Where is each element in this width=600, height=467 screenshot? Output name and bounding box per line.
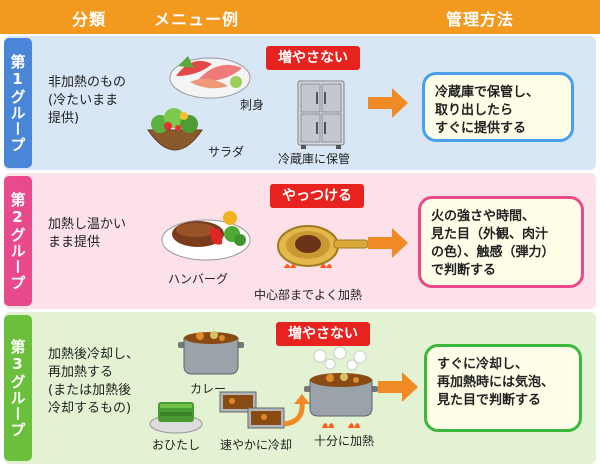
caption-hamburger: ハンバーグ — [168, 272, 229, 286]
ohitashi-image — [149, 402, 203, 434]
group-2-description: 加熱し温かい まま提供 — [48, 217, 127, 250]
caption-heat-thoroughly: 十分に加熱 — [314, 434, 375, 448]
curry-pot-image — [178, 331, 244, 375]
group-2-tag: やっつける — [270, 184, 364, 208]
group-2-method: 火の強さや時間、 見た目（外観、肉汁 の色）、触感（弾力） で判断する — [418, 196, 584, 288]
group-1-method: 冷蔵庫で保管し、 取り出したら すぐに提供する — [422, 72, 574, 142]
group-2-tab: 第2グループ — [4, 176, 32, 306]
header-category: 分類 — [72, 10, 107, 29]
hamburger-steak-image — [161, 211, 251, 261]
table-header: 分類 メニュー例 管理方法 — [0, 0, 600, 34]
frying-pan-image — [277, 225, 369, 268]
caption-sashimi: 刺身 — [240, 98, 265, 112]
refrigerator-icon — [297, 80, 345, 149]
sashimi-image — [169, 56, 251, 99]
reheating-pot-image — [304, 346, 378, 428]
group-3-tab: 第3グループ — [4, 315, 32, 461]
header-method: 管理方法 — [446, 10, 515, 29]
group-3-tag: 増やさない — [276, 322, 370, 346]
arrow-right-icon — [378, 372, 418, 402]
group-1-tab: 第1グループ — [4, 38, 32, 168]
header-menu: メニュー例 — [154, 10, 240, 29]
salad-image — [147, 108, 203, 151]
caption-heat-center: 中心部までよく加熱 — [254, 288, 363, 302]
group-1-description: 非加熱のもの (冷たいまま 提供) — [48, 75, 127, 126]
group-3-method: すぐに冷却し、 再加熱時には気泡、 見た目で判断する — [424, 344, 582, 432]
caption-ohitashi: おひたし — [152, 438, 201, 452]
caption-salad: サラダ — [208, 145, 245, 159]
curved-arrow-icon — [283, 394, 310, 427]
cooling-trays-image — [219, 391, 285, 429]
group-3-description: 加熱後冷却し、 再加熱する (または加熱後 冷却するもの) — [48, 347, 140, 416]
caption-refrigerator: 冷蔵庫に保管 — [278, 152, 351, 166]
arrow-right-icon — [368, 88, 408, 118]
group-1-tag: 増やさない — [266, 46, 360, 70]
caption-cool-quickly: 速やかに冷却 — [220, 438, 293, 452]
arrow-right-icon — [368, 228, 408, 258]
caption-curry: カレー — [190, 382, 227, 396]
